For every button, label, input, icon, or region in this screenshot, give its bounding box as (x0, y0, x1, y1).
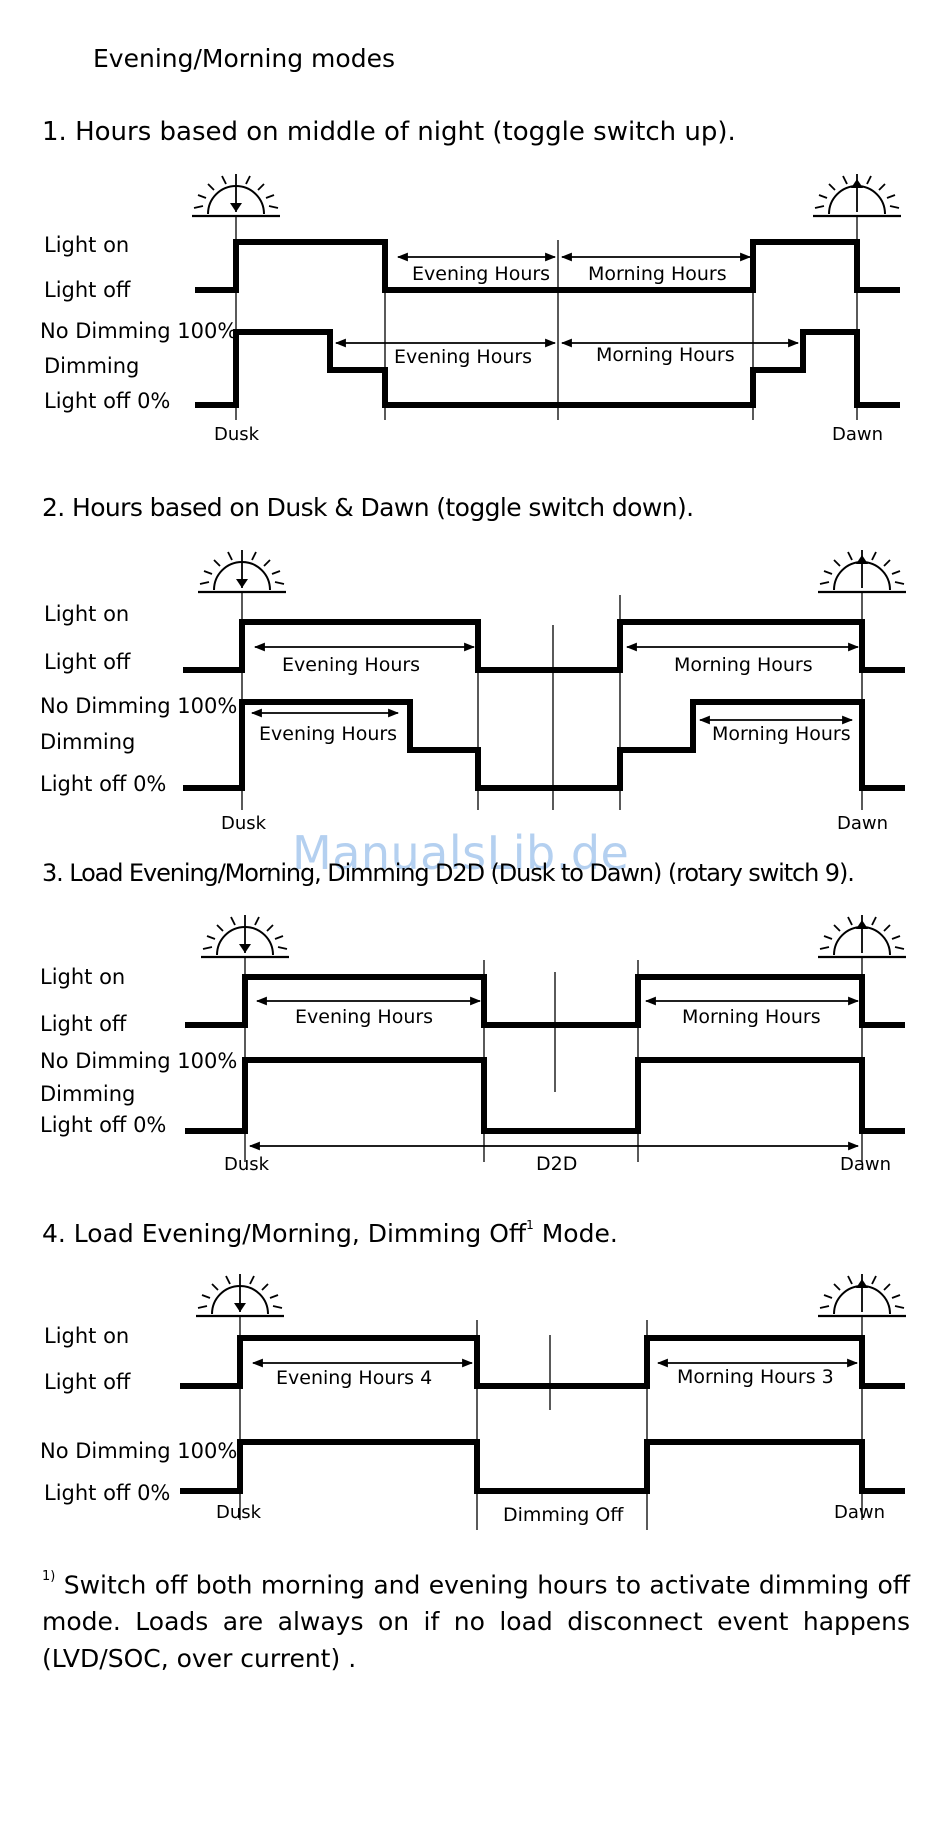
label-morning-hours: Morning Hours (682, 1006, 821, 1028)
sunrise-icon (816, 913, 908, 959)
label-light-on: Light on (40, 965, 125, 989)
label-dawn: Dawn (834, 1502, 885, 1523)
page-title: Evening/Morning modes (93, 44, 395, 73)
diagram-4: Light on Light off No Dimming 100% Light… (40, 1272, 908, 1530)
label-dusk: Dusk (216, 1502, 262, 1523)
label-light-off: Light off (44, 1370, 131, 1394)
label-morning-hours: Morning Hours (712, 723, 851, 745)
label-evening-hours-4: Evening Hours 4 (276, 1367, 432, 1389)
waveform-load (185, 974, 905, 1028)
label-dimming-off: Dimming Off (503, 1504, 624, 1526)
label-evening-hours: Evening Hours (295, 1006, 433, 1028)
label-evening-hours: Evening Hours (259, 723, 397, 745)
label-evening-hours: Evening Hours (394, 346, 532, 368)
label-dusk: Dusk (221, 813, 267, 834)
waveform-load (195, 239, 900, 293)
label-light-off-0: Light off 0% (40, 1113, 166, 1137)
label-light-off-0: Light off 0% (44, 389, 170, 413)
label-dimming: Dimming (40, 730, 135, 754)
label-dusk: Dusk (224, 1154, 270, 1175)
label-dawn: Dawn (840, 1154, 891, 1175)
section-4-heading: 4. Load Evening/Morning, Dimming Off1 Mo… (42, 1217, 618, 1248)
label-no-dimming: No Dimming 100% (40, 1439, 237, 1463)
label-light-off: Light off (44, 650, 131, 674)
diagram-1: Light on Light off No Dimming 100% Dimmi… (40, 172, 903, 445)
label-light-on: Light on (44, 233, 129, 257)
waveform-load (180, 1335, 905, 1389)
sunrise-icon (816, 1272, 908, 1318)
waveform-dimming (180, 1439, 905, 1494)
waveform-load (183, 619, 905, 673)
label-d2d: D2D (536, 1153, 577, 1175)
watermark: ManualsLib.de (292, 826, 630, 880)
sunrise-icon (816, 548, 908, 594)
label-light-off: Light off (44, 278, 131, 302)
section-2-heading: 2. Hours based on Dusk & Dawn (toggle sw… (42, 493, 694, 522)
label-dawn: Dawn (837, 813, 888, 834)
label-light-on: Light on (44, 602, 129, 626)
sunset-icon (196, 548, 288, 594)
label-morning-hours-3: Morning Hours 3 (677, 1366, 834, 1388)
label-morning-hours: Morning Hours (596, 344, 735, 366)
label-no-dimming: No Dimming 100% (40, 1049, 237, 1073)
sunset-icon (190, 172, 282, 218)
diagram-3: Light on Light off No Dimming 100% Dimmi… (40, 913, 908, 1175)
label-morning-hours: Morning Hours (674, 654, 813, 676)
label-light-off-0: Light off 0% (44, 1481, 170, 1505)
label-dusk: Dusk (214, 424, 260, 445)
label-evening-hours: Evening Hours (282, 654, 420, 676)
label-dimming: Dimming (44, 354, 139, 378)
section-3-heading: 3. Load Evening/Morning, Dimming D2D (Du… (42, 859, 855, 887)
sunset-icon (194, 1272, 286, 1318)
label-morning-hours: Morning Hours (588, 263, 727, 285)
waveform-dimming (195, 329, 900, 408)
sunrise-icon (811, 172, 903, 218)
label-light-on: Light on (44, 1324, 129, 1348)
waveform-dimming (185, 1057, 905, 1134)
label-no-dimming: No Dimming 100% (40, 694, 237, 718)
label-no-dimming: No Dimming 100% (40, 319, 237, 343)
label-evening-hours: Evening Hours (412, 263, 550, 285)
diagram-2: Light on Light off No Dimming 100% Dimmi… (40, 548, 908, 834)
footnote-marker: 1) (42, 1569, 56, 1584)
label-dawn: Dawn (832, 424, 883, 445)
section-1-heading: 1. Hours based on middle of night (toggl… (42, 117, 736, 147)
waveform-dimming (183, 699, 905, 791)
sunset-icon (199, 913, 291, 959)
footnote-text: Switch off both morning and evening hour… (42, 1570, 910, 1674)
label-dimming: Dimming (40, 1082, 135, 1106)
label-light-off: Light off (40, 1012, 127, 1036)
footnote: 1) Switch off both morning and evening h… (42, 1562, 910, 1677)
label-light-off-0: Light off 0% (40, 772, 166, 796)
